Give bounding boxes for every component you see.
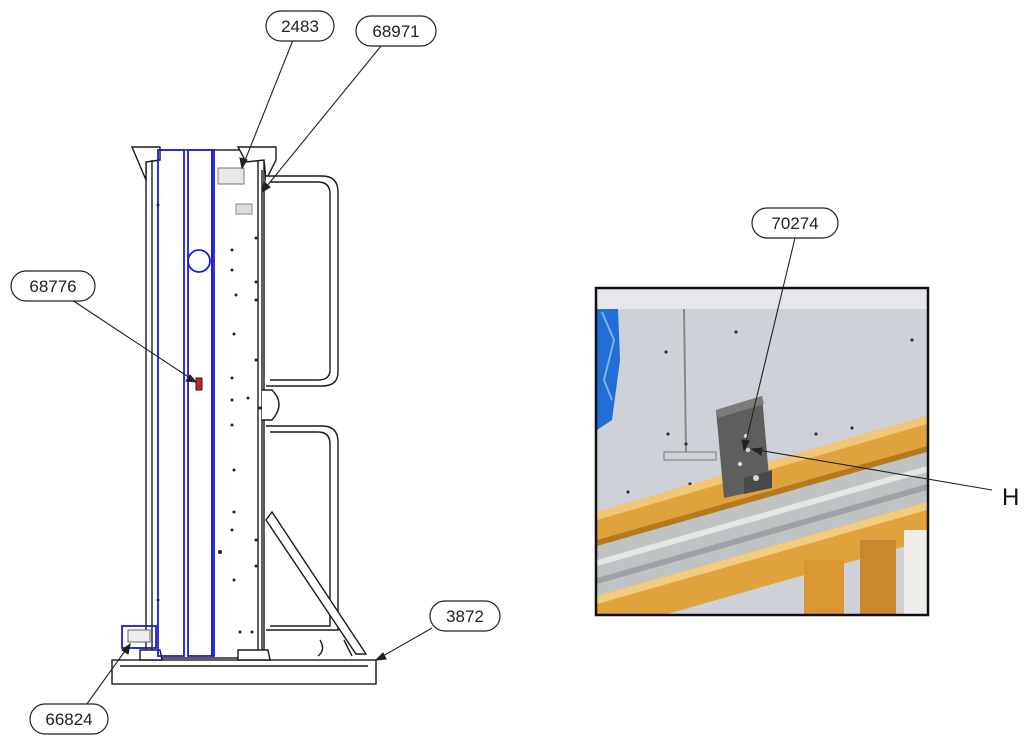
detail-frame	[594, 286, 930, 617]
callout-label: 70274	[771, 214, 818, 233]
rear-panel-upper	[266, 175, 339, 387]
callout-2483: 2483	[265, 10, 335, 42]
leader-lines	[71, 39, 993, 709]
red-component	[195, 377, 203, 391]
base-plate	[111, 659, 377, 685]
detail-letter-h: H	[1002, 484, 1019, 511]
callout-label: 68776	[29, 277, 76, 296]
top-cap-left	[130, 146, 161, 181]
rear-panel-lower	[266, 425, 339, 631]
diagonal-brace	[265, 510, 368, 655]
highlighted-columns	[121, 149, 215, 657]
callout-label: 66824	[45, 710, 92, 729]
callout-68776: 68776	[10, 270, 96, 302]
detail-view	[594, 286, 930, 617]
small-bracket-top	[235, 203, 253, 215]
rivet-dots	[156, 203, 262, 634]
label-plate	[217, 167, 245, 185]
callout-66824: 66824	[29, 703, 109, 735]
unit-side-view	[111, 146, 377, 685]
callout-70274: 70274	[751, 207, 839, 239]
blue-column-1	[157, 149, 185, 657]
blue-small-box	[121, 625, 157, 649]
cabinet-body	[145, 149, 265, 659]
rear-panel-waist	[262, 389, 280, 421]
callout-3872: 3872	[429, 600, 501, 632]
callout-label: 2483	[281, 17, 319, 36]
callout-label: 68971	[372, 22, 419, 41]
blue-column-3	[211, 149, 215, 657]
callout-68971: 68971	[355, 15, 437, 47]
blue-circle-port	[187, 249, 211, 273]
small-box-bottom	[127, 629, 151, 643]
callout-label: 3872	[446, 607, 484, 626]
